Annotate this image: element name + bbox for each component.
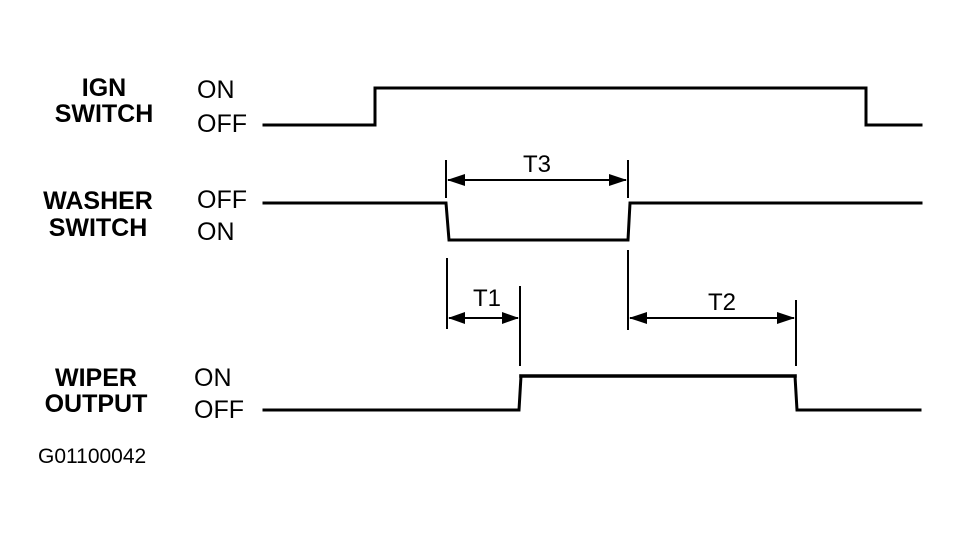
t2-dimension: T2 (627, 250, 797, 366)
t3-arrow-left (447, 174, 465, 186)
ign-switch-state-on: ON (197, 76, 235, 104)
t1-arrow-left (448, 312, 465, 324)
washer-switch-name-line1: WASHER (43, 187, 153, 215)
t3-dimension: T3 (445, 151, 629, 198)
ign-switch-state-off: OFF (197, 110, 247, 138)
ign-switch-row: IGN SWITCH ON OFF (55, 74, 923, 138)
t3-arrow-right (609, 174, 627, 186)
ign-switch-name-line1: IGN (82, 74, 126, 102)
washer-switch-state-off: OFF (197, 186, 247, 214)
t3-label: T3 (523, 151, 551, 178)
t1-arrow-right (502, 312, 519, 324)
wiper-output-state-off: OFF (194, 396, 244, 424)
wiper-output-row: WIPER OUTPUT ON OFF (45, 364, 922, 424)
wiper-output-waveform-low-right (793, 374, 922, 412)
ign-switch-name-line2: SWITCH (55, 100, 154, 128)
t1-dimension: T1 (446, 258, 521, 366)
wiper-output-waveform-low-left (262, 374, 523, 412)
t1-label: T1 (473, 285, 501, 312)
t2-arrow-right (777, 312, 795, 324)
washer-switch-name-line2: SWITCH (49, 214, 148, 242)
t2-arrow-left (629, 312, 647, 324)
wiper-output-state-on: ON (194, 364, 232, 392)
washer-switch-row: WASHER SWITCH OFF ON (43, 186, 923, 246)
ign-switch-waveform (262, 86, 923, 127)
wiper-output-name-line2: OUTPUT (45, 390, 148, 418)
washer-switch-waveform (262, 201, 923, 242)
wiper-output-name-line1: WIPER (55, 364, 137, 392)
figure-id: G01100042 (38, 445, 146, 468)
washer-switch-state-on: ON (197, 218, 235, 246)
t2-label: T2 (708, 289, 736, 316)
